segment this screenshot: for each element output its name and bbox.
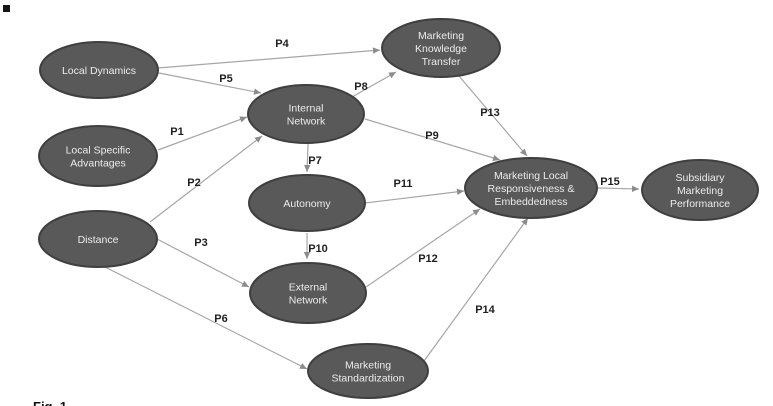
edge-label-p8: P8 (354, 81, 367, 93)
edge-label-p7: P7 (308, 155, 321, 167)
edge-label-p11: P11 (394, 178, 413, 190)
edge-line-p9 (364, 118, 501, 161)
edge-line-p1 (157, 116, 248, 151)
arrowhead-icon (492, 154, 500, 162)
arrowhead-icon (456, 188, 464, 196)
edge-label-p2: P2 (187, 177, 200, 189)
edge-label-p4: P4 (275, 38, 289, 50)
edge-p6 (102, 265, 308, 370)
arrowhead-icon (299, 362, 307, 369)
node-shape-marketing-knowledge-transfer (381, 18, 501, 78)
edge-p7 (304, 143, 311, 173)
edge-p5 (158, 72, 262, 95)
edge-p4 (157, 47, 381, 69)
arrowhead-icon (372, 47, 380, 54)
edge-label-p9: P9 (425, 130, 438, 142)
node-autonomy: Autonomy (248, 174, 366, 232)
edge-label-p13: P13 (480, 107, 500, 119)
node-local-dynamics: Local Dynamics (39, 41, 159, 99)
edge-label-p6: P6 (214, 313, 227, 325)
edge-p8 (351, 71, 397, 98)
arrowhead-icon (631, 185, 639, 193)
node-shape-marketing-standardization (307, 343, 429, 399)
arrowhead-icon (521, 218, 528, 226)
node-shape-internal-network (247, 84, 365, 144)
arrowhead-icon (520, 148, 527, 156)
edge-label-p5: P5 (219, 73, 232, 85)
edge-label-p3: P3 (194, 237, 207, 249)
edge-p1 (157, 116, 248, 151)
edge-line-p14 (423, 217, 529, 362)
node-distance: Distance (38, 210, 158, 268)
arrowhead-icon (472, 209, 480, 216)
edge-line-p4 (157, 49, 381, 69)
node-shape-marketing-local-responsiveness (464, 157, 598, 219)
arrowhead-icon (239, 116, 247, 123)
arrowhead-icon (303, 252, 311, 259)
edge-p12 (365, 208, 481, 288)
edge-line-p3 (156, 238, 250, 288)
figure-anchor-icon (3, 5, 10, 12)
node-shape-local-dynamics (39, 41, 159, 99)
edge-label-p14: P14 (475, 304, 495, 316)
edge-p9 (364, 118, 501, 162)
edge-line-p12 (365, 208, 481, 288)
edge-label-p1: P1 (170, 126, 183, 138)
figure-caption: Fig. 1 (33, 399, 67, 406)
edge-label-p10: P10 (308, 243, 328, 255)
node-shape-subsidiary-marketing-performance (641, 159, 759, 221)
edge-line-p2 (149, 135, 263, 223)
edge-line-p13 (458, 75, 528, 157)
edge-p3 (156, 238, 250, 288)
node-label-distance: Distance (78, 234, 119, 246)
arrowhead-icon (241, 280, 249, 287)
edges-layer (102, 47, 640, 370)
edge-p13 (458, 75, 528, 157)
arrowhead-icon (388, 72, 396, 79)
edge-line-p5 (158, 72, 262, 94)
edge-p11 (364, 188, 465, 204)
edge-p15 (597, 185, 640, 193)
edge-p2 (149, 135, 263, 223)
edge-p10 (303, 233, 311, 259)
node-label-autonomy: Autonomy (283, 198, 331, 210)
arrowhead-icon (254, 136, 262, 143)
edge-line-p11 (364, 190, 465, 204)
edge-line-p6 (102, 265, 308, 370)
node-shape-autonomy (248, 174, 366, 232)
edge-line-p8 (351, 71, 397, 98)
arrowhead-icon (253, 88, 261, 95)
node-shape-external-network (249, 262, 367, 324)
arrowhead-icon (304, 164, 311, 172)
node-label-local-dynamics: Local Dynamics (62, 65, 136, 77)
node-shape-distance (38, 210, 158, 268)
edge-label-p12: P12 (418, 253, 438, 265)
node-shape-local-specific-advantages (38, 125, 158, 187)
edge-p14 (423, 217, 529, 362)
edge-label-p15: P15 (600, 176, 620, 188)
